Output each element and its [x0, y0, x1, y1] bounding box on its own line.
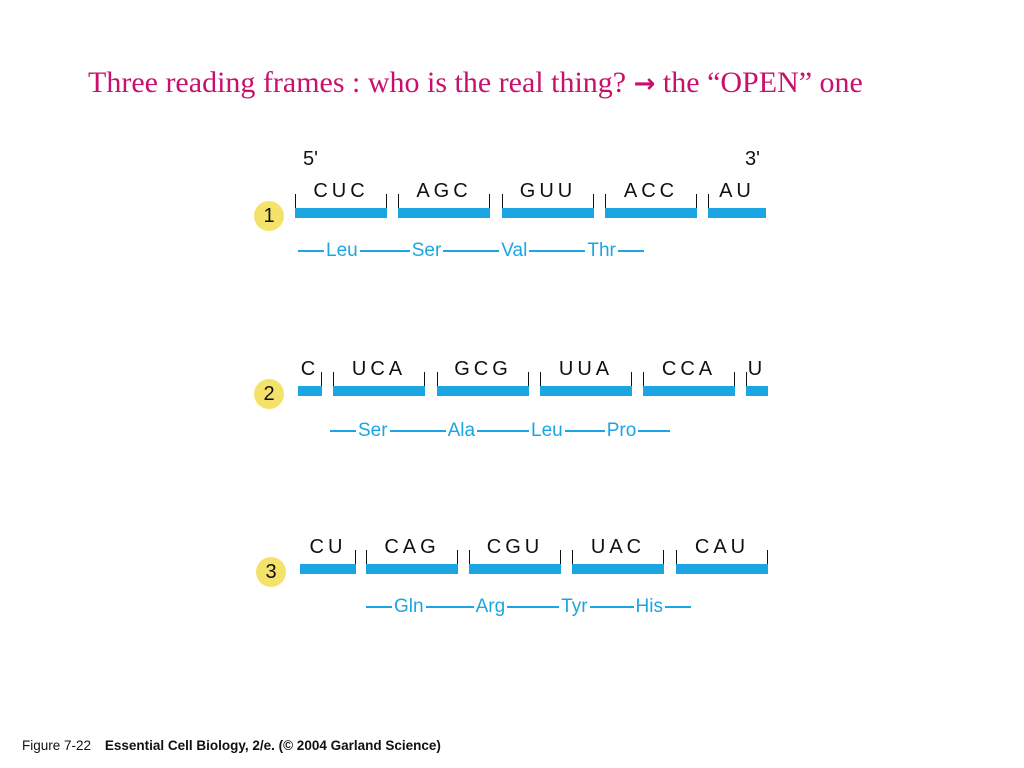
frame-1-peptide: Leu Ser Val Thr: [296, 240, 646, 262]
frame-3-codon: CU: [300, 534, 356, 574]
amino-acid: Gln: [394, 596, 424, 617]
slide-title: Three reading frames : who is the real t…: [88, 66, 863, 100]
amino-acid: Ala: [447, 420, 476, 441]
frame-2-codon: UUA: [540, 356, 632, 396]
amino-acid: Ser: [411, 240, 442, 261]
frame-2-badge: 2: [254, 379, 284, 409]
amino-acid: Leu: [531, 420, 563, 441]
frame-2-codon: U: [746, 356, 768, 396]
amino-acid: Arg: [475, 596, 506, 617]
frame-2-codon: GCG: [437, 356, 529, 396]
amino-acid: Val: [501, 240, 528, 261]
title-text: Three reading frames : who is the real t…: [88, 66, 627, 99]
amino-acid: Thr: [587, 240, 616, 261]
frame-2-codon: C: [298, 356, 322, 396]
five-prime-label: 5': [303, 148, 318, 170]
frame-2-codon: CCA: [643, 356, 735, 396]
amino-acid: Leu: [326, 240, 358, 261]
figure-caption: Figure 7-22 Essential Cell Biology, 2/e.…: [22, 738, 441, 753]
three-prime-label: 3': [745, 148, 760, 170]
frame-2-codon: UCA: [333, 356, 425, 396]
title-tail: the “OPEN” one: [662, 66, 863, 99]
frame-3-codon: CGU: [469, 534, 561, 574]
figure-number: Figure 7-22: [22, 738, 92, 753]
amino-acid: His: [635, 596, 663, 617]
frame-3-peptide: Gln Arg Tyr His: [364, 596, 693, 618]
frame-1-codon: GUU: [502, 178, 594, 218]
frame-3-codon: CAU: [676, 534, 768, 574]
amino-acid: Ser: [358, 420, 388, 441]
amino-acid: Pro: [606, 420, 637, 441]
frame-3-codon: CAG: [366, 534, 458, 574]
figure-source: Essential Cell Biology, 2/e. (© 2004 Gar…: [104, 738, 441, 753]
frame-1-codon: ACC: [605, 178, 697, 218]
frame-3-codon: UAC: [572, 534, 664, 574]
frame-1-codon: AU: [708, 178, 766, 218]
amino-acid: Tyr: [561, 596, 588, 617]
frame-1-badge: 1: [254, 201, 284, 231]
frame-1-codon: CUC: [295, 178, 387, 218]
frame-1-codon: AGC: [398, 178, 490, 218]
right-arrow-icon: →: [633, 69, 656, 99]
frame-2-peptide: Ser Ala Leu Pro: [328, 420, 672, 442]
frame-3-badge: 3: [256, 557, 286, 587]
